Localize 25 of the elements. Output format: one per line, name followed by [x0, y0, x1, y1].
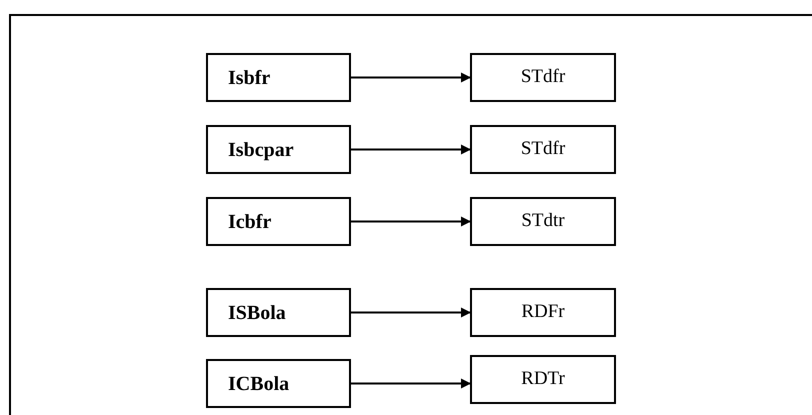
arrow	[351, 308, 471, 318]
process-box	[470, 53, 616, 102]
box-label: RDFr	[521, 300, 565, 324]
process-box	[206, 53, 351, 102]
box-label: RDTr	[521, 367, 565, 392]
box-label: STdfr	[520, 137, 566, 162]
process-box	[206, 288, 351, 337]
box-label: ICBola	[228, 372, 290, 396]
process-box	[470, 288, 616, 337]
process-box	[470, 197, 616, 246]
box-label: STdtr	[521, 209, 565, 234]
arrow	[351, 72, 471, 82]
box-label: Icbfr	[228, 210, 272, 234]
box-label: Isbfr	[228, 66, 270, 90]
process-box	[470, 355, 616, 404]
arrow	[351, 144, 471, 154]
process-box	[206, 197, 351, 246]
box-label: STdfr	[520, 65, 566, 90]
arrow	[351, 378, 471, 388]
process-box	[470, 125, 616, 174]
process-box	[206, 359, 351, 408]
arrow	[351, 216, 471, 226]
box-label: ISBola	[228, 300, 286, 326]
process-box	[206, 125, 351, 174]
box-label: Isbcpar	[228, 138, 294, 162]
